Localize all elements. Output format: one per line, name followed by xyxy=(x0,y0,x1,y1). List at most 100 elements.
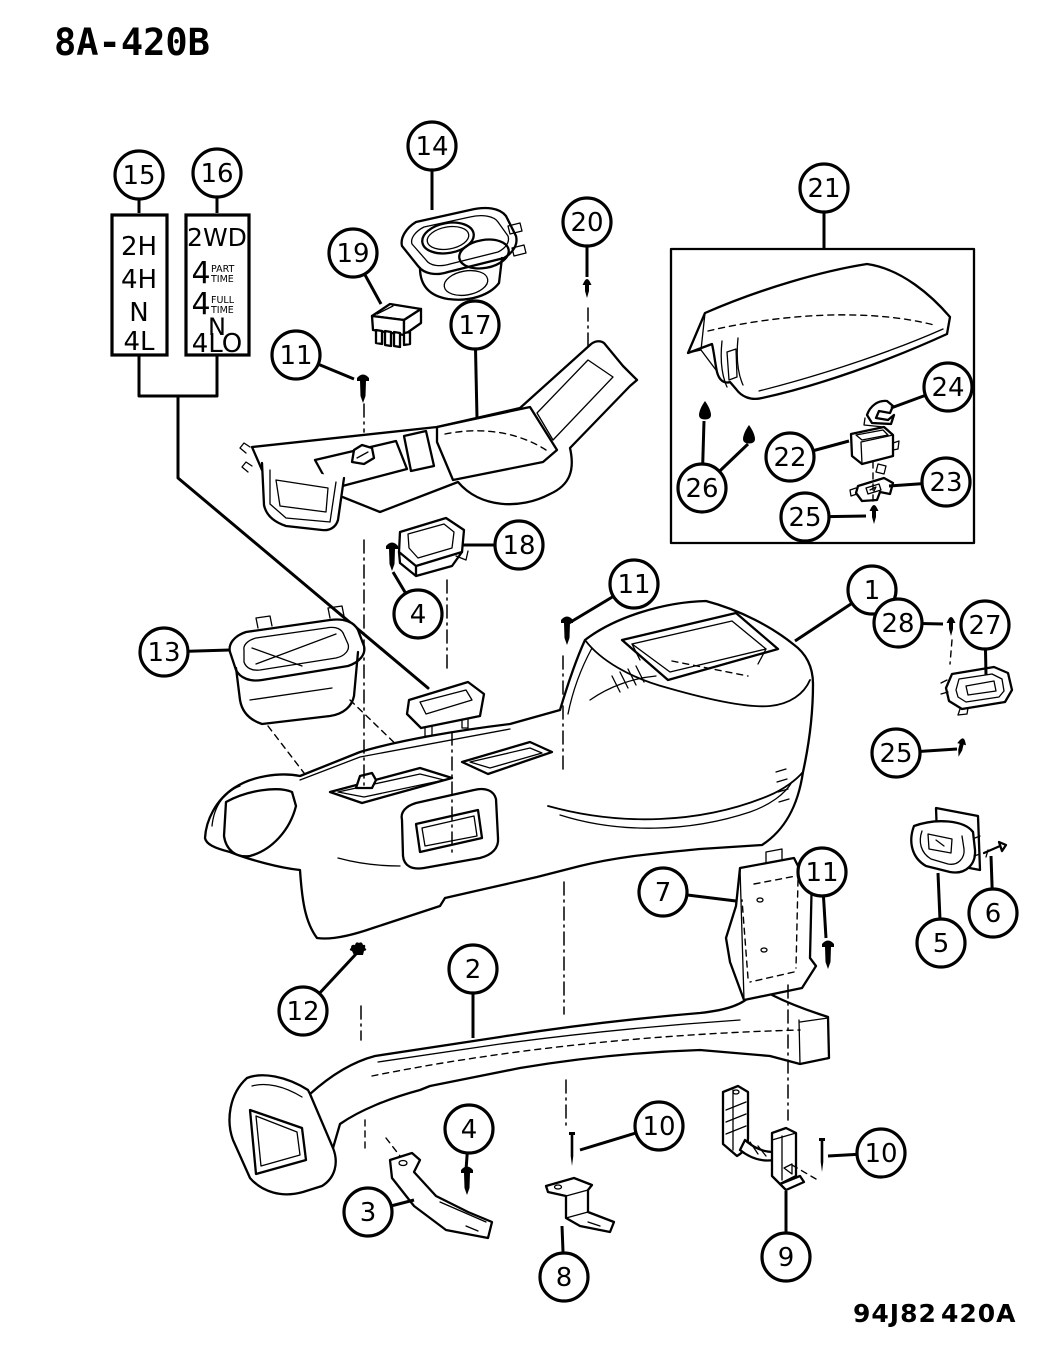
part-cup-housing-5 xyxy=(910,806,982,874)
callout-4-balloon xyxy=(443,1103,495,1155)
part-lamp-27 xyxy=(940,665,1014,716)
part-screw-4a xyxy=(386,542,398,571)
axis-lines xyxy=(360,403,789,1129)
plate-16-row-2-big: 4 xyxy=(191,256,210,291)
part-bracket-9 xyxy=(721,1084,817,1192)
callout-11-number: 11 xyxy=(617,570,650,600)
callout-2-number: 2 xyxy=(465,955,482,985)
callout-22-number: 22 xyxy=(773,443,806,473)
callout-23-balloon xyxy=(920,456,972,508)
callout-6-balloon xyxy=(967,887,1019,939)
callout-18-number: 18 xyxy=(502,531,535,561)
diagram-code: 8A-420B xyxy=(54,21,210,64)
part-ashtray xyxy=(228,605,406,787)
part-screw-25a xyxy=(869,505,879,524)
callout-12-number: 12 xyxy=(286,997,319,1027)
sheet-code-left: 94J82 xyxy=(853,1299,937,1328)
part-screw-11a xyxy=(357,374,369,403)
callout-6-number: 6 xyxy=(985,899,1002,929)
part-pushpin-26a xyxy=(699,401,711,420)
callout-10-number: 10 xyxy=(642,1112,675,1142)
diagram-art xyxy=(137,206,1014,1240)
callout-10-balloon xyxy=(633,1100,685,1152)
callout-13-number: 13 xyxy=(147,638,180,668)
callout-27-balloon xyxy=(959,599,1011,651)
callout-11-number: 11 xyxy=(279,341,312,371)
callout-5-number: 5 xyxy=(933,929,950,959)
callout-18-balloon xyxy=(493,519,545,571)
plate-16-box xyxy=(184,213,251,357)
callout-10-number: 10 xyxy=(864,1139,897,1169)
legend-connector-line xyxy=(137,353,430,690)
callout-8-number: 8 xyxy=(556,1263,573,1293)
part-pushpin-26b xyxy=(743,425,755,444)
part-bracket-3 xyxy=(388,1151,494,1240)
part-screw-4b xyxy=(461,1166,473,1195)
plate-15-box xyxy=(110,213,169,357)
plate-15-line-1: 2H xyxy=(121,232,157,262)
callout-11-balloon xyxy=(270,329,322,381)
part-cupholder-insert xyxy=(400,206,527,301)
part-screw-28 xyxy=(946,617,956,665)
plate-16-row-3-small-bottom: TIME xyxy=(210,305,234,316)
callout-20-balloon xyxy=(561,196,613,248)
callout-16-number: 16 xyxy=(200,159,233,189)
callout-26-balloon xyxy=(676,462,728,514)
part-armrest-lid xyxy=(686,262,952,400)
callout-14-number: 14 xyxy=(415,132,448,162)
callout-25-number: 25 xyxy=(788,503,821,533)
part-screw-20 xyxy=(582,279,592,349)
callout-9-number: 9 xyxy=(778,1243,795,1273)
callout-14-balloon xyxy=(406,120,458,172)
callout-13-balloon xyxy=(138,626,190,678)
part-floor-duct xyxy=(228,975,831,1196)
callout-26-number: 26 xyxy=(685,474,718,504)
plate-15-line-3: N xyxy=(129,298,148,328)
part-screw-11c xyxy=(822,940,834,969)
callout-27-number: 27 xyxy=(968,611,1001,641)
callout-7-balloon xyxy=(637,866,689,918)
callout-11-balloon xyxy=(608,558,660,610)
callout-11-balloon xyxy=(796,846,848,898)
callout-22-balloon xyxy=(764,431,816,483)
plate-16-row-4: N xyxy=(208,313,226,341)
callout-21-number: 21 xyxy=(807,174,840,204)
callout-3-number: 3 xyxy=(360,1198,377,1228)
part-pin-6 xyxy=(982,840,1008,858)
callout-28-number: 28 xyxy=(881,609,914,639)
callout-10-balloon xyxy=(855,1127,907,1179)
callout-25-balloon xyxy=(870,727,922,779)
callout-17-balloon xyxy=(449,299,501,351)
callout-12-balloon xyxy=(277,985,329,1037)
callout-7-number: 7 xyxy=(655,878,672,908)
plate-16-row-2-small-bottom: TIME xyxy=(210,274,234,285)
part-tray-18 xyxy=(397,516,469,578)
plate-16-row-3-big: 4 xyxy=(191,287,210,322)
callout-15-balloon xyxy=(113,149,165,201)
shift-pattern-plates: 2H 4H N 4L 2WD 4 PART TIME 4 FULL TIME N… xyxy=(110,213,251,359)
plate-16-row-3-small-top: FULL xyxy=(211,295,235,306)
callout-4-number: 4 xyxy=(410,600,427,630)
part-switch xyxy=(370,302,423,349)
callout-19-number: 19 xyxy=(336,239,369,269)
part-striker-23 xyxy=(849,476,895,503)
callout-3-balloon xyxy=(342,1186,394,1238)
callout-9-balloon xyxy=(760,1231,812,1283)
plate-15-line-4: 4L xyxy=(123,327,155,357)
callout-5-balloon xyxy=(915,917,967,969)
callout-11-number: 11 xyxy=(805,858,838,888)
callout-20-number: 20 xyxy=(570,208,603,238)
part-shift-indicator-bezel xyxy=(405,680,486,737)
callout-15-number: 15 xyxy=(122,161,155,191)
plate-15-line-2: 4H xyxy=(121,265,157,295)
sheet-code-right: 420A xyxy=(941,1299,1017,1328)
part-pin-10b xyxy=(817,1138,827,1172)
callout-4-balloon xyxy=(392,588,444,640)
callout-28-balloon xyxy=(872,597,924,649)
callout-1-number: 1 xyxy=(864,576,881,606)
callout-24-balloon xyxy=(922,361,974,413)
callout-23-number: 23 xyxy=(929,468,962,498)
